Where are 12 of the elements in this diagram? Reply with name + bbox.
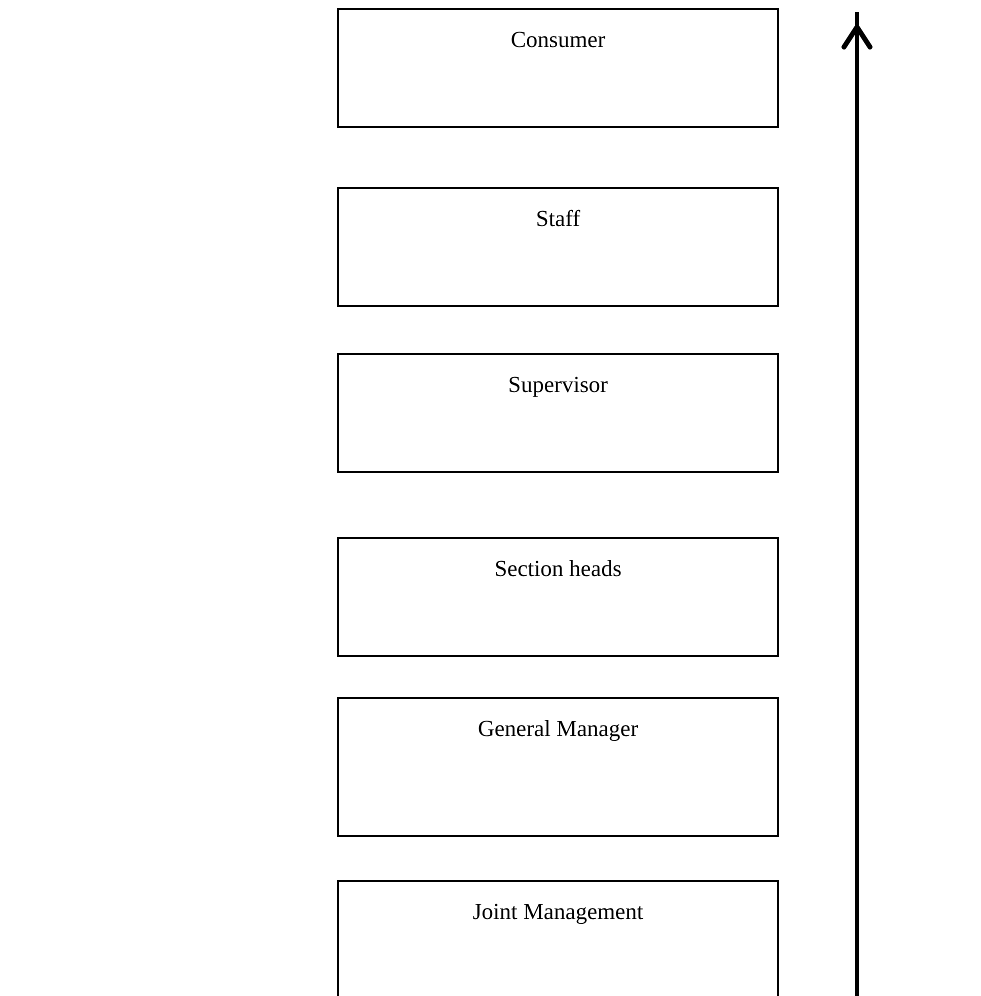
box-label: General Manager [476, 715, 640, 743]
box-label: Section heads [493, 555, 623, 583]
box-label: Supervisor [507, 371, 609, 399]
process-box [337, 537, 779, 657]
box-label: Staff [534, 205, 582, 233]
process-box [337, 8, 779, 128]
box-label: Joint Management [472, 898, 644, 926]
process-box [337, 697, 779, 837]
process-box [337, 353, 779, 473]
process-box [337, 880, 779, 996]
process-box [337, 187, 779, 307]
box-label: Consumer [510, 26, 606, 54]
